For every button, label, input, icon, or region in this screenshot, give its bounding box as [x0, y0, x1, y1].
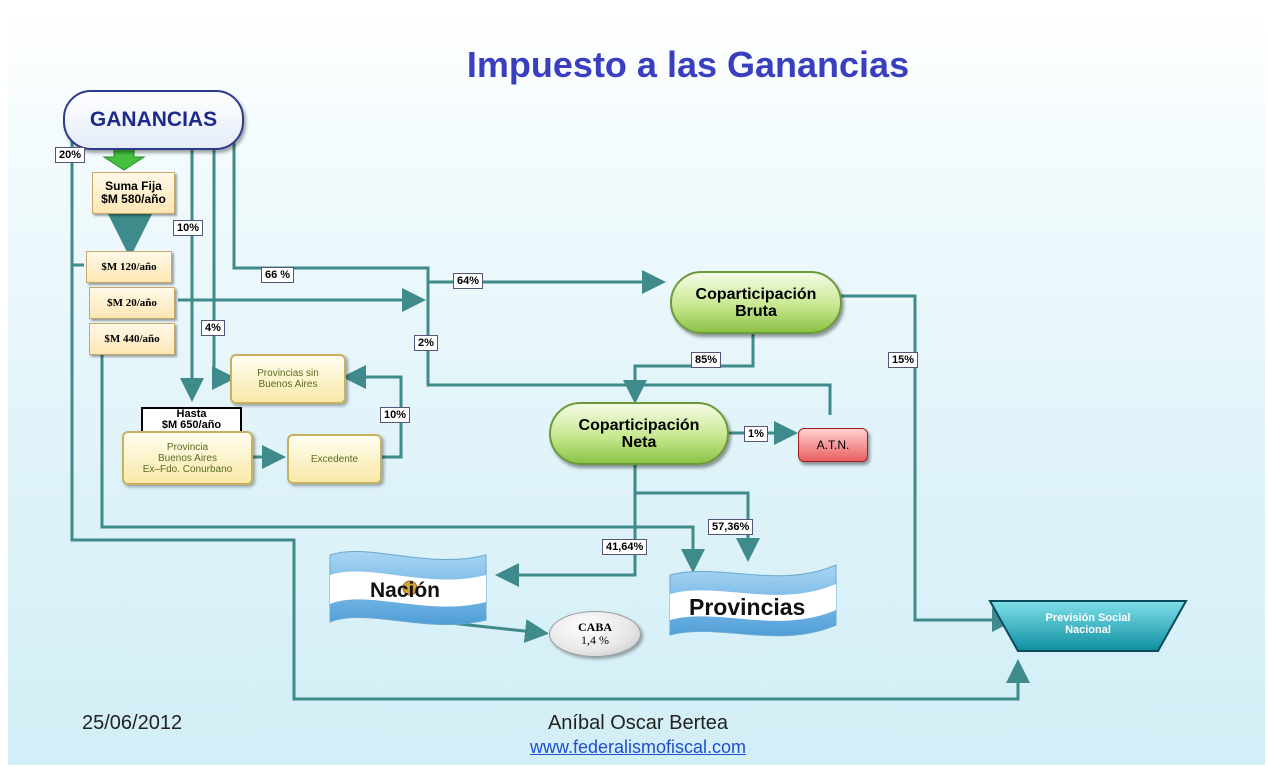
provincias-sin-ba-line2: Buenos Aires: [258, 379, 318, 390]
pct-4: 4%: [201, 320, 225, 336]
nacion-label: Nación: [370, 579, 441, 602]
suma-fija-node: Suma Fija$M 580/año: [92, 172, 175, 214]
amount-440-node: $M 440/año: [89, 323, 175, 355]
connector-lines: [70, 120, 1188, 701]
pct-20: 20%: [55, 147, 86, 163]
prevision-node: Previsión Social Nacional: [990, 612, 1186, 636]
copart-neta-line2: Neta: [621, 433, 657, 451]
footer-author: Aníbal Oscar Bertea: [547, 712, 729, 734]
copart-bruta-line1: Coparticipación: [695, 285, 817, 303]
pct-10-ganancias: 10%: [173, 220, 204, 236]
atn-node: A.T.N.: [798, 428, 868, 462]
prevision-line1: Previsión Social: [1045, 612, 1131, 624]
page-title: Impuesto a las Ganancias: [466, 44, 910, 85]
prevision-line2: Nacional: [1065, 624, 1111, 636]
pct-10-excedente: 10%: [380, 407, 411, 423]
provincias-label: Provincias: [689, 594, 806, 620]
pct-66: 66 %: [261, 267, 295, 283]
footer-url-link[interactable]: www.federalismofiscal.com: [529, 737, 747, 757]
provincias-sin-ba-line1: Provincias sin: [257, 368, 319, 379]
provincia-ba-line1: Provincia: [166, 441, 209, 453]
footer-date: 25/06/2012: [82, 712, 183, 734]
pct-57-36: 57,36%: [708, 519, 754, 535]
hasta-line1: Hasta: [176, 408, 207, 420]
caba-node: CABA 1,4 %: [549, 611, 641, 657]
ganancias-node: GANANCIAS: [63, 90, 244, 150]
pct-2: 2%: [414, 335, 438, 351]
amount-120-node: $M 120/año: [86, 251, 172, 283]
suma-fija-line2: $M 580/año: [101, 192, 166, 206]
provincia-ba-line3: Ex–Fdo. Conurbano: [142, 463, 233, 475]
amount-20-node: $M 20/año: [89, 287, 175, 319]
copart-neta-line1: Coparticipación: [578, 416, 700, 434]
flag-nacion: [329, 551, 487, 626]
pct-15: 15%: [888, 352, 919, 368]
caba-line1: CABA: [577, 620, 612, 634]
excedente-node: Excedente: [287, 434, 382, 484]
pct-85: 85%: [691, 352, 722, 368]
copart-bruta-line2: Bruta: [735, 302, 777, 320]
hasta-line2: $M 650/año: [161, 419, 222, 431]
slide: Impuesto a las Ganancias GANANCIAS Suma …: [8, 10, 1265, 765]
pct-1: 1%: [744, 426, 768, 442]
pct-64: 64%: [453, 273, 484, 289]
provincia-ba-line2: Buenos Aires: [158, 452, 217, 464]
suma-fija-line1: Suma Fija: [105, 179, 162, 193]
flag-provincias: [669, 564, 837, 637]
caba-line2: 1,4 %: [581, 633, 609, 647]
pct-41-64: 41,64%: [602, 539, 648, 555]
